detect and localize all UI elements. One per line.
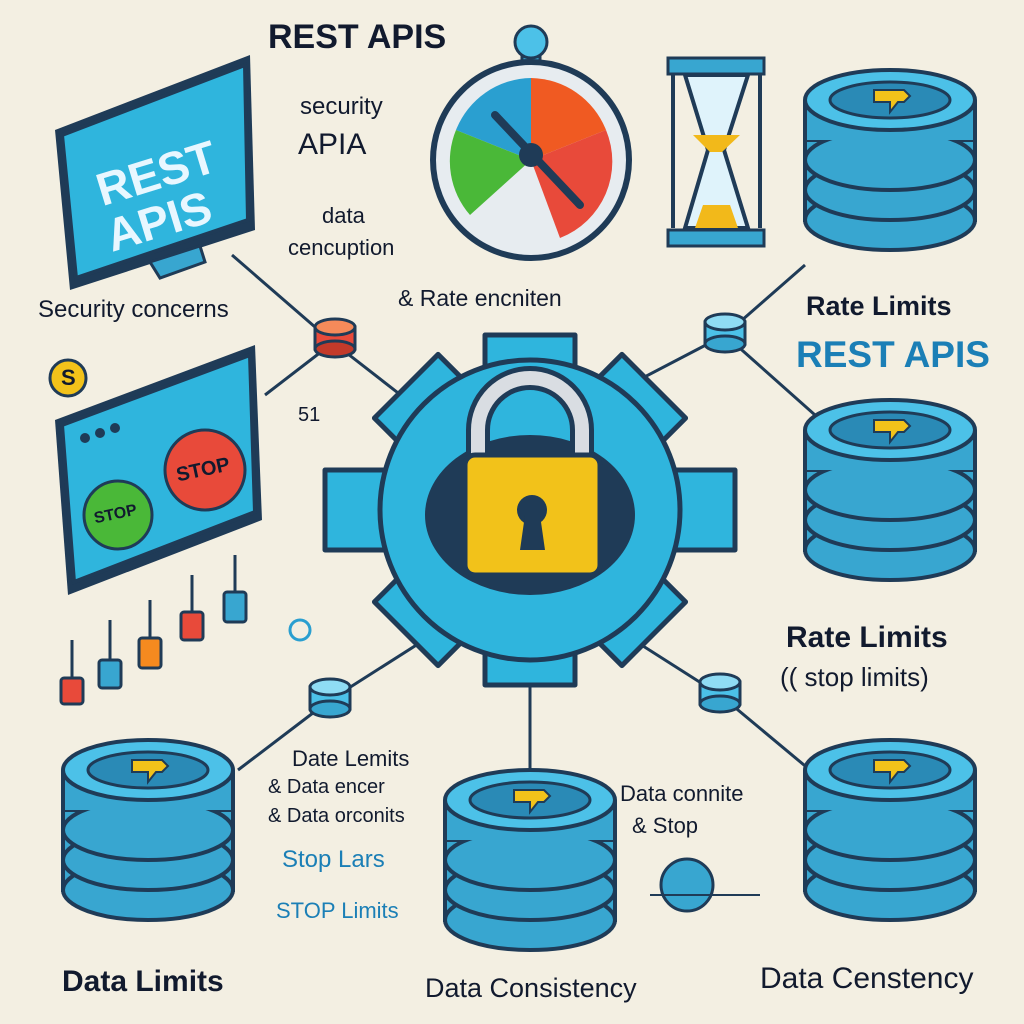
- api-label: APIA: [298, 128, 367, 161]
- rate-limits-top-label: Rate Limits: [806, 291, 952, 321]
- data-censtency-label: Data Censtency: [760, 962, 974, 995]
- coin-label: S: [61, 365, 76, 390]
- database-icon: [803, 68, 977, 252]
- rest-apis-right-label: REST APIS: [796, 334, 990, 375]
- database-icon: [803, 738, 977, 922]
- rate-limits-mid-label: Rate Limits: [786, 621, 948, 654]
- padlock-icon: [462, 366, 603, 578]
- rate-encniten-label: & Rate encniten: [398, 285, 562, 311]
- database-icon: [803, 398, 977, 582]
- data-orconits-label: & Data orconits: [268, 805, 405, 827]
- stop-limits-label: (( stop limits): [780, 662, 929, 692]
- cencuption-label: cencuption: [288, 235, 395, 260]
- stop-sign-icon: [163, 428, 247, 512]
- hourglass-icon: [666, 56, 766, 248]
- data-encer-label: & Data encer: [268, 776, 385, 798]
- small-circle-icon: [288, 618, 312, 642]
- stop-lars-label: Stop Lars: [282, 846, 385, 873]
- monitor-icon: [55, 55, 255, 290]
- database-icon: [61, 738, 235, 922]
- data-connite-label: Data connite: [620, 781, 744, 806]
- data-consistency-label: Data Consistency: [425, 973, 637, 1003]
- node-icon: [703, 312, 747, 354]
- small-51-label: 51: [298, 404, 321, 426]
- security-concerns-label: Security concerns: [38, 296, 229, 323]
- title: REST APIS: [268, 18, 447, 56]
- coin-icon: [48, 358, 88, 398]
- node-icon: [698, 672, 742, 714]
- data-limits-label: Data Limits: [62, 965, 224, 998]
- stop-sign-green-icon: [82, 479, 154, 551]
- node-icon: [308, 677, 352, 719]
- stopwatch-icon: [430, 24, 632, 261]
- database-icon: [443, 768, 617, 952]
- slider-pins: [59, 555, 248, 706]
- stop-limits-2-label: STOP Limits: [276, 898, 399, 923]
- and-stop-label: & Stop: [632, 813, 699, 838]
- node-icon: [313, 317, 357, 359]
- security-label: security: [300, 93, 383, 120]
- data-label: data: [322, 203, 365, 228]
- date-lemits-label: Date Lemits: [292, 746, 410, 771]
- small-gauge-icon: [659, 857, 715, 913]
